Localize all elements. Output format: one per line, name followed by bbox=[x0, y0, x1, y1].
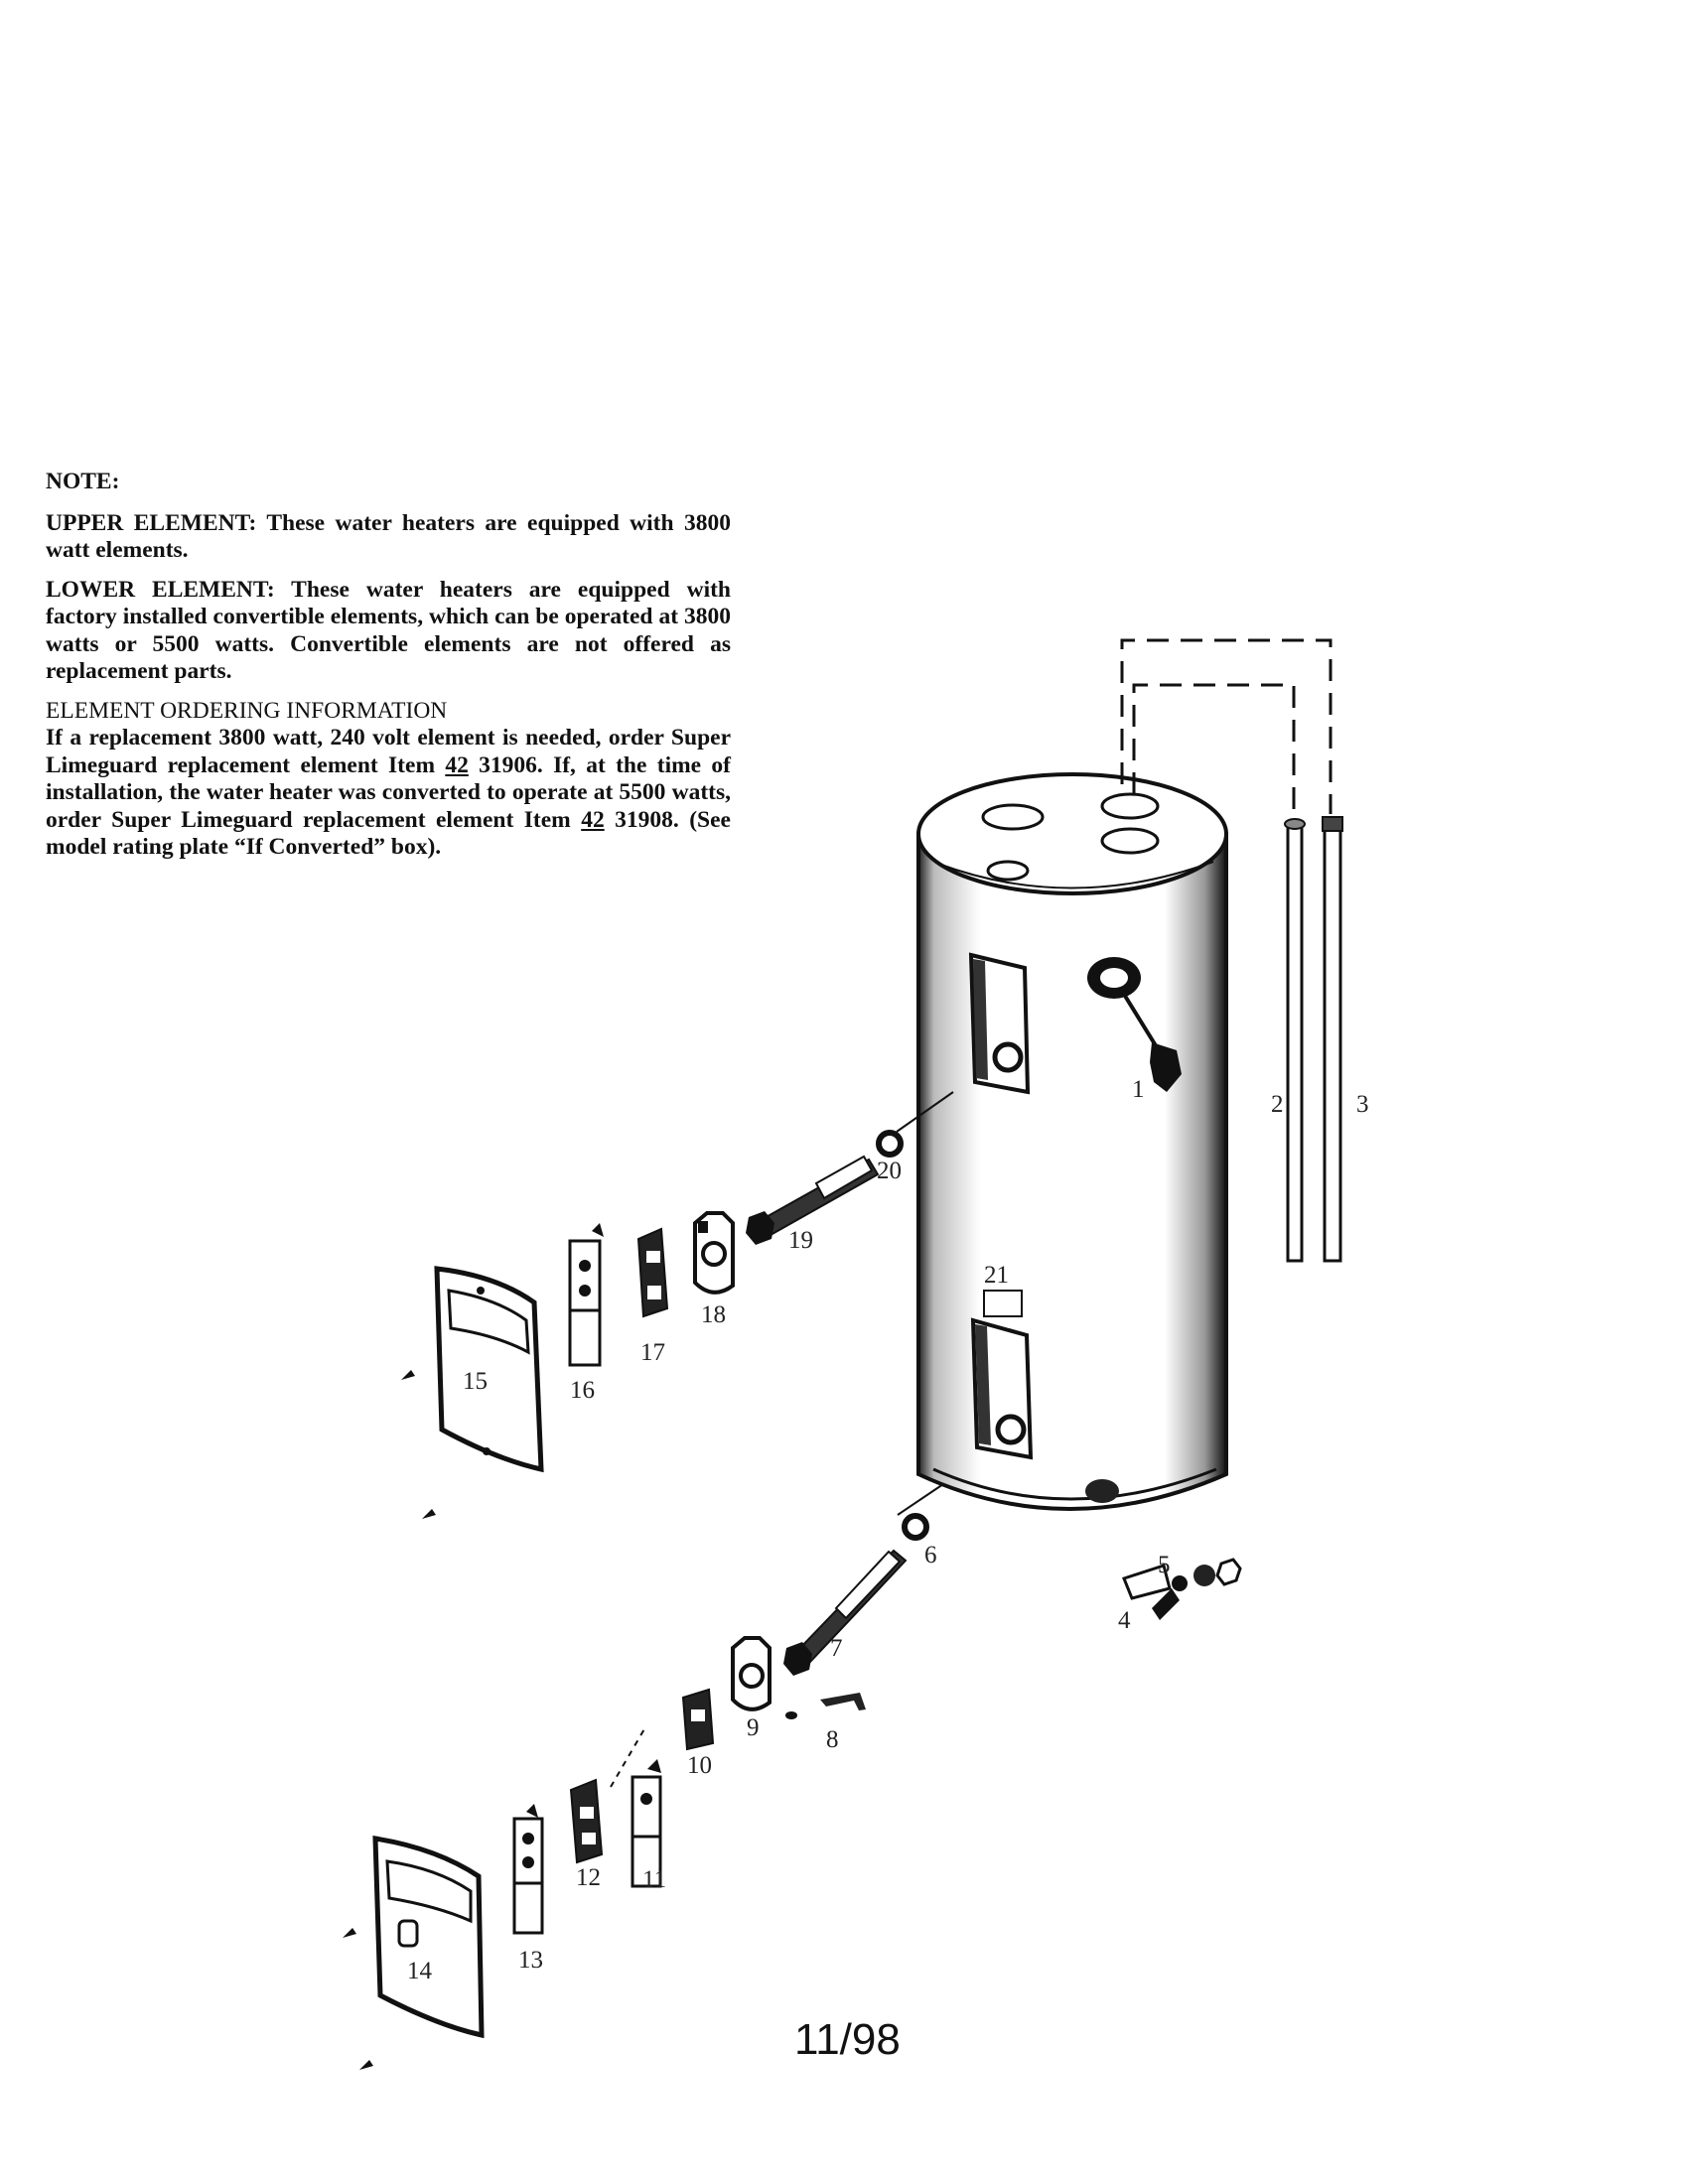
callout-8: 8 bbox=[826, 1726, 839, 1753]
callout-11: 11 bbox=[642, 1866, 666, 1893]
upper-insulation-pad bbox=[568, 1223, 604, 1367]
upper-element-note: UPPER ELEMENT: These water heaters are e… bbox=[46, 509, 731, 564]
callout-7: 7 bbox=[830, 1635, 843, 1662]
callout-12: 12 bbox=[576, 1864, 601, 1891]
callout-1: 1 bbox=[1132, 1076, 1145, 1103]
lower-heating-element bbox=[783, 1549, 908, 1676]
insulation-13 bbox=[512, 1804, 544, 1935]
callout-20: 20 bbox=[877, 1158, 902, 1184]
ordering-item-1: 42 bbox=[445, 751, 469, 778]
ordering-text-2: 31906. If, at the time of installation, … bbox=[46, 751, 731, 833]
callout-2: 2 bbox=[1271, 1091, 1284, 1118]
ordering-info: If a replacement 3800 watt, 240 volt ele… bbox=[46, 725, 731, 862]
callout-5: 5 bbox=[1158, 1552, 1171, 1578]
lower-control bbox=[569, 1778, 604, 1864]
lower-access-cover bbox=[343, 1836, 485, 2070]
callout-6: 6 bbox=[924, 1542, 937, 1569]
lower-thermostat bbox=[681, 1688, 715, 1751]
callout-4: 4 bbox=[1118, 1607, 1131, 1634]
anode-rod-3 bbox=[1322, 816, 1343, 1263]
lower-element-note: LOWER ELEMENT: These water heaters are e… bbox=[46, 576, 731, 685]
callout-21: 21 bbox=[984, 1262, 1009, 1289]
leader-lines bbox=[896, 1091, 954, 1516]
water-heater-tank bbox=[916, 772, 1228, 1511]
upper-heating-element bbox=[746, 1155, 880, 1245]
lower-element-bracket bbox=[731, 1636, 772, 1711]
drain-valve bbox=[1122, 1558, 1242, 1620]
callout-18: 18 bbox=[701, 1301, 726, 1328]
note-block: NOTE: UPPER ELEMENT: These water heaters… bbox=[46, 469, 731, 874]
callout-10: 10 bbox=[687, 1752, 712, 1779]
ordering-heading: ELEMENT ORDERING INFORMATION bbox=[46, 697, 448, 724]
callout-17: 17 bbox=[640, 1339, 665, 1366]
callout-15: 15 bbox=[463, 1368, 488, 1395]
lower-insulation-pad bbox=[631, 1759, 662, 1888]
upper-access-cover bbox=[401, 1266, 544, 1519]
upper-thermostat bbox=[636, 1227, 669, 1318]
callout-19: 19 bbox=[788, 1227, 813, 1254]
ordering-item-2: 42 bbox=[581, 806, 605, 833]
upper-element-bracket bbox=[693, 1211, 735, 1295]
element-clip bbox=[785, 1693, 866, 1719]
note-heading: NOTE: bbox=[46, 469, 120, 494]
callout-3: 3 bbox=[1356, 1091, 1369, 1118]
callout-13: 13 bbox=[518, 1947, 543, 1974]
ordering-text-3: 31908. (See model rating plate “If Conve… bbox=[46, 806, 731, 861]
upper-gasket bbox=[876, 1130, 904, 1158]
anode-rod-2 bbox=[1284, 818, 1306, 1263]
callout-16: 16 bbox=[570, 1377, 595, 1404]
lower-gasket bbox=[902, 1513, 929, 1541]
ordering-text-1: If a replacement 3800 watt, 240 volt ele… bbox=[46, 725, 731, 778]
page-date: 11/98 bbox=[794, 2015, 901, 2064]
relief-valve bbox=[1118, 986, 1182, 1092]
dashed-connection-lines bbox=[1120, 638, 1333, 814]
callout-9: 9 bbox=[747, 1714, 760, 1741]
callout-14: 14 bbox=[407, 1958, 433, 1984]
